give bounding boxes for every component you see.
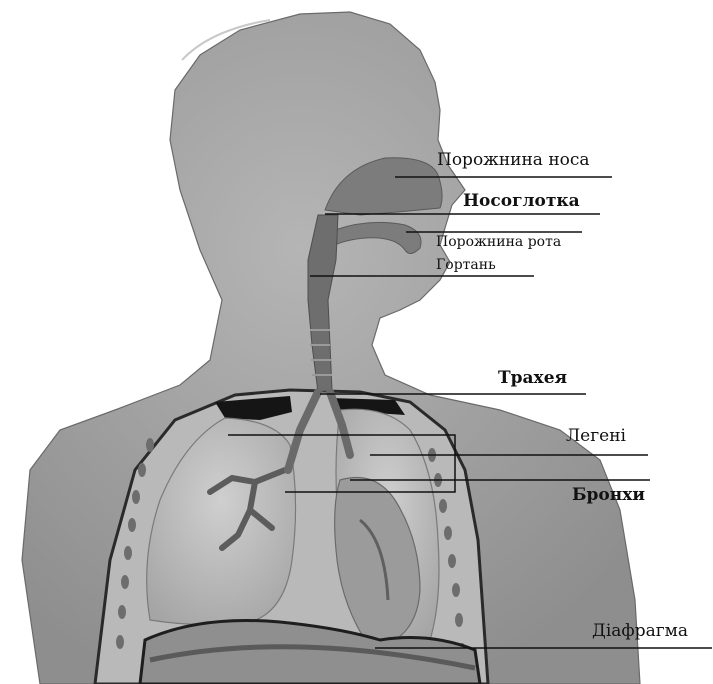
label-nasopharynx: Носоглотка xyxy=(463,193,580,210)
label-oral-cavity: Порожнина рота xyxy=(436,235,561,249)
label-nasal-cavity: Порожнина носа xyxy=(437,152,590,169)
label-trachea: Трахея xyxy=(498,370,567,387)
label-lungs: Легені xyxy=(566,428,626,445)
label-diaphragm: Діафрагма xyxy=(592,623,688,640)
label-larynx: Гортань xyxy=(436,258,496,272)
label-bronchi: Бронхи xyxy=(572,487,645,504)
